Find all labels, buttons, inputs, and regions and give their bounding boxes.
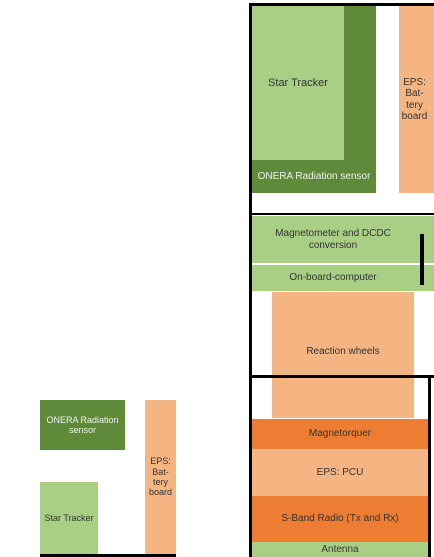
obc-connector-line (420, 234, 424, 285)
sband-radio-label: S-Band Radio (Tx and Rx) (281, 513, 399, 525)
left-eps-battery-label: EPS: Bat- tery board (148, 456, 173, 498)
left-star-tracker-block: Star Tracker (40, 482, 98, 554)
left-star-tracker-label: Star Tracker (44, 512, 94, 523)
onera-sensor-block: ONERA Radiation sensor (252, 160, 376, 193)
reaction-wheels-label: Reaction wheels (306, 346, 380, 358)
left-onera-sensor-block: ONERA Radiation sensor (40, 400, 125, 450)
sband-radio-block: S-Band Radio (Tx and Rx) (252, 496, 428, 542)
right-stack-lower-border (249, 375, 434, 378)
eps-battery-label: EPS: Bat- tery board (401, 76, 428, 123)
magnetometer-label: Magnetometer and DCDC conversion (275, 228, 391, 251)
star-tracker-side-bar (344, 6, 376, 160)
left-eps-battery-block: EPS: Bat- tery board (145, 400, 176, 554)
eps-battery-block: EPS: Bat- tery board (399, 6, 434, 193)
star-tracker-label: Star Tracker (268, 76, 328, 89)
left-stack-bottom-border (40, 554, 176, 557)
right-stack-top-border (249, 3, 434, 6)
obc-label: On-board-computer (289, 272, 377, 284)
magnetorquer-label: Magnetorquer (308, 428, 372, 440)
right-stack-divider-a (252, 263, 434, 264)
antenna-label: Antenna (321, 543, 359, 555)
left-onera-sensor-label: ONERA Radiation sensor (46, 414, 119, 435)
magnetometer-block: Magnetometer and DCDC conversion (252, 216, 434, 263)
right-stack-separator (249, 213, 434, 215)
right-stack-right-connector (428, 375, 431, 557)
onera-sensor-label: ONERA Radiation sensor (257, 170, 371, 182)
right-stack-left-border (249, 3, 252, 557)
star-tracker-block: Star Tracker (252, 6, 344, 160)
reaction-wheels-block: Reaction wheels (272, 292, 414, 418)
eps-pcu-label: EPS: PCU (316, 466, 364, 478)
magnetorquer-block: Magnetorquer (252, 419, 428, 449)
antenna-block: Antenna (252, 542, 428, 557)
obc-block: On-board-computer (252, 265, 434, 291)
eps-pcu-block: EPS: PCU (252, 449, 428, 496)
